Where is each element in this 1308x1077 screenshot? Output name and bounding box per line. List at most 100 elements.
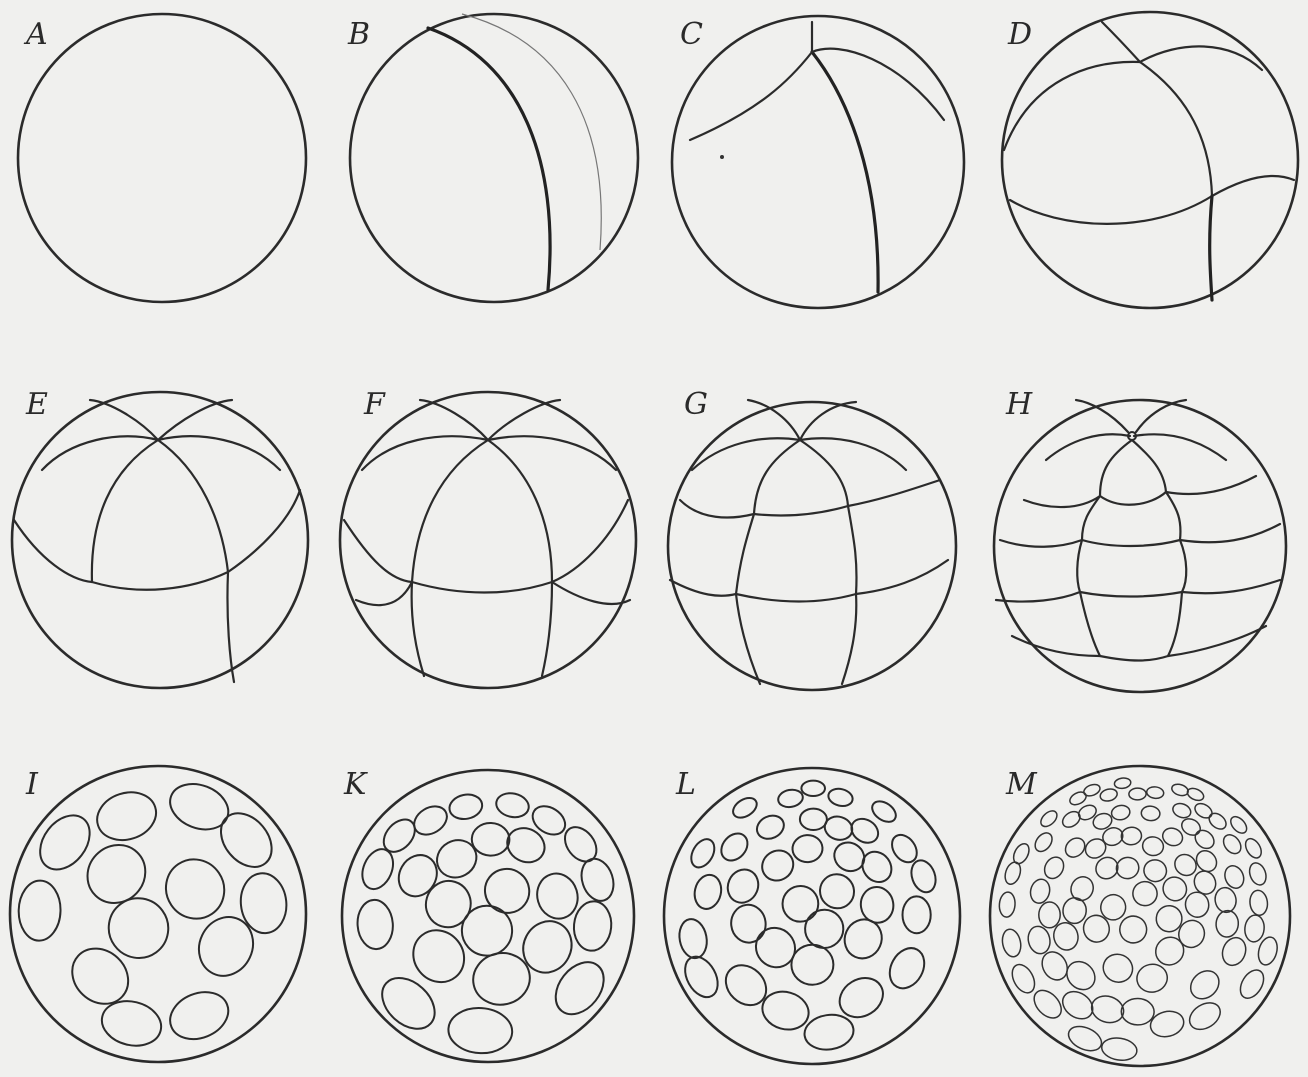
panel-A: A bbox=[18, 14, 306, 302]
blastomere-cell bbox=[1028, 877, 1052, 905]
panel-label-M: M bbox=[1005, 767, 1038, 802]
blastomere-cell bbox=[730, 794, 761, 822]
blastomere-cell bbox=[1220, 831, 1244, 857]
blastomere-cell bbox=[1141, 835, 1165, 857]
blastomere-cell bbox=[791, 945, 833, 985]
blastomere-cell bbox=[902, 896, 931, 933]
blastomere-cell bbox=[91, 785, 162, 847]
blastomere-cell bbox=[1120, 826, 1142, 845]
panel-E: E bbox=[12, 387, 308, 688]
cells bbox=[356, 790, 619, 1055]
blastomere-cell bbox=[748, 920, 803, 975]
egg-outline bbox=[340, 392, 636, 688]
cells bbox=[18, 776, 289, 1052]
blastomere-cell bbox=[1170, 782, 1189, 797]
blastomere-cell bbox=[471, 822, 510, 856]
blastomere-cell bbox=[753, 811, 788, 843]
blastomere-cell bbox=[907, 857, 939, 896]
blastomere-cell bbox=[61, 937, 139, 1015]
egg-outline bbox=[342, 770, 634, 1062]
equatorial-furrow bbox=[1010, 176, 1294, 224]
blastomere-cell bbox=[1110, 804, 1131, 821]
blastomere-cell bbox=[868, 797, 899, 826]
blastomere-cell bbox=[1029, 985, 1067, 1023]
blastomere-cell bbox=[998, 891, 1016, 917]
blastomere-cell bbox=[1100, 1036, 1138, 1063]
blastomere-cell bbox=[211, 803, 282, 876]
blastomere-cell bbox=[1228, 814, 1250, 836]
blastomere-cell bbox=[356, 899, 395, 951]
blastomere-cell bbox=[420, 875, 476, 932]
blastomere-cell bbox=[1025, 924, 1052, 956]
blastomere-cell bbox=[447, 792, 484, 822]
blastomere-cell bbox=[1141, 805, 1161, 821]
blastomere-cell bbox=[676, 917, 710, 961]
blastomere-cell bbox=[1062, 897, 1087, 924]
upper-cap-cells bbox=[344, 400, 630, 676]
blastomere-cell bbox=[1061, 956, 1100, 995]
blastomere-cell bbox=[1068, 789, 1089, 807]
blastomere-cell bbox=[1098, 891, 1129, 923]
speck bbox=[720, 155, 724, 159]
blastomere-cell bbox=[1062, 834, 1089, 861]
blastomere-cell bbox=[1185, 997, 1225, 1035]
panel-I: I bbox=[10, 766, 306, 1062]
blastomere-cell bbox=[1129, 788, 1146, 800]
blastomere-cell bbox=[1171, 801, 1193, 820]
blastomere-cell bbox=[729, 903, 768, 945]
blastomere-cell bbox=[813, 867, 861, 915]
blastomere-cell bbox=[1247, 861, 1269, 888]
blastomere-cell bbox=[1082, 782, 1101, 798]
panel-B: B bbox=[347, 14, 638, 302]
blastomere-cell bbox=[189, 908, 262, 985]
blastomere-cell bbox=[1131, 879, 1160, 908]
blastomere-cell bbox=[1155, 905, 1183, 933]
blastomere-cell bbox=[1038, 808, 1060, 830]
meridional-furrow bbox=[812, 52, 878, 292]
panel-K: K bbox=[342, 767, 634, 1062]
blastomere-cell bbox=[838, 913, 887, 964]
blastomere-cell bbox=[494, 790, 531, 820]
blastomere-cell bbox=[1041, 854, 1067, 882]
egg-outline bbox=[12, 392, 308, 688]
blastomere-cell bbox=[775, 879, 825, 929]
blastomere-cell bbox=[527, 800, 570, 840]
panel-label-G: G bbox=[684, 387, 708, 422]
blastomere-cell bbox=[800, 808, 827, 830]
blastomere-cell bbox=[883, 942, 931, 994]
panel-L: L bbox=[664, 767, 960, 1064]
panel-H: H bbox=[994, 387, 1286, 692]
panel-label-L: L bbox=[675, 767, 696, 802]
egg-outline bbox=[668, 402, 956, 690]
blastomere-cell bbox=[1175, 917, 1208, 951]
blastomere-cell bbox=[546, 953, 614, 1024]
blastomere-cell bbox=[716, 828, 753, 865]
blastomere-cell bbox=[447, 1006, 514, 1055]
first-cleavage-furrow bbox=[428, 28, 550, 290]
meridional-furrow-3 bbox=[1140, 46, 1262, 70]
blastomere-cell bbox=[1244, 914, 1266, 943]
blastomere-cell bbox=[1057, 986, 1097, 1024]
blastomere-cell bbox=[802, 1012, 856, 1053]
blastomere-cell bbox=[1222, 863, 1247, 891]
blastomere-cell bbox=[1121, 998, 1154, 1025]
blastomere-cell bbox=[1146, 786, 1164, 799]
blastomere-cell bbox=[1219, 934, 1250, 968]
panel-M: M bbox=[990, 766, 1290, 1066]
cells bbox=[996, 400, 1280, 661]
blastomere-cell bbox=[1039, 902, 1061, 928]
blastomere-cell bbox=[1099, 950, 1137, 987]
blastomere-cell bbox=[1008, 961, 1039, 997]
blastomere-cell bbox=[1236, 966, 1269, 1002]
blastomere-cell bbox=[18, 880, 61, 941]
panel-G: G bbox=[668, 387, 956, 690]
blastomere-cell bbox=[1135, 962, 1170, 995]
blastomere-cell bbox=[476, 860, 538, 922]
blastomere-cell bbox=[576, 855, 618, 906]
cells bbox=[998, 777, 1280, 1063]
blastomere-cell bbox=[718, 957, 774, 1013]
blastomere-cell bbox=[164, 776, 235, 837]
blastomere-cell bbox=[1192, 827, 1218, 852]
panel-label-E: E bbox=[25, 387, 48, 422]
